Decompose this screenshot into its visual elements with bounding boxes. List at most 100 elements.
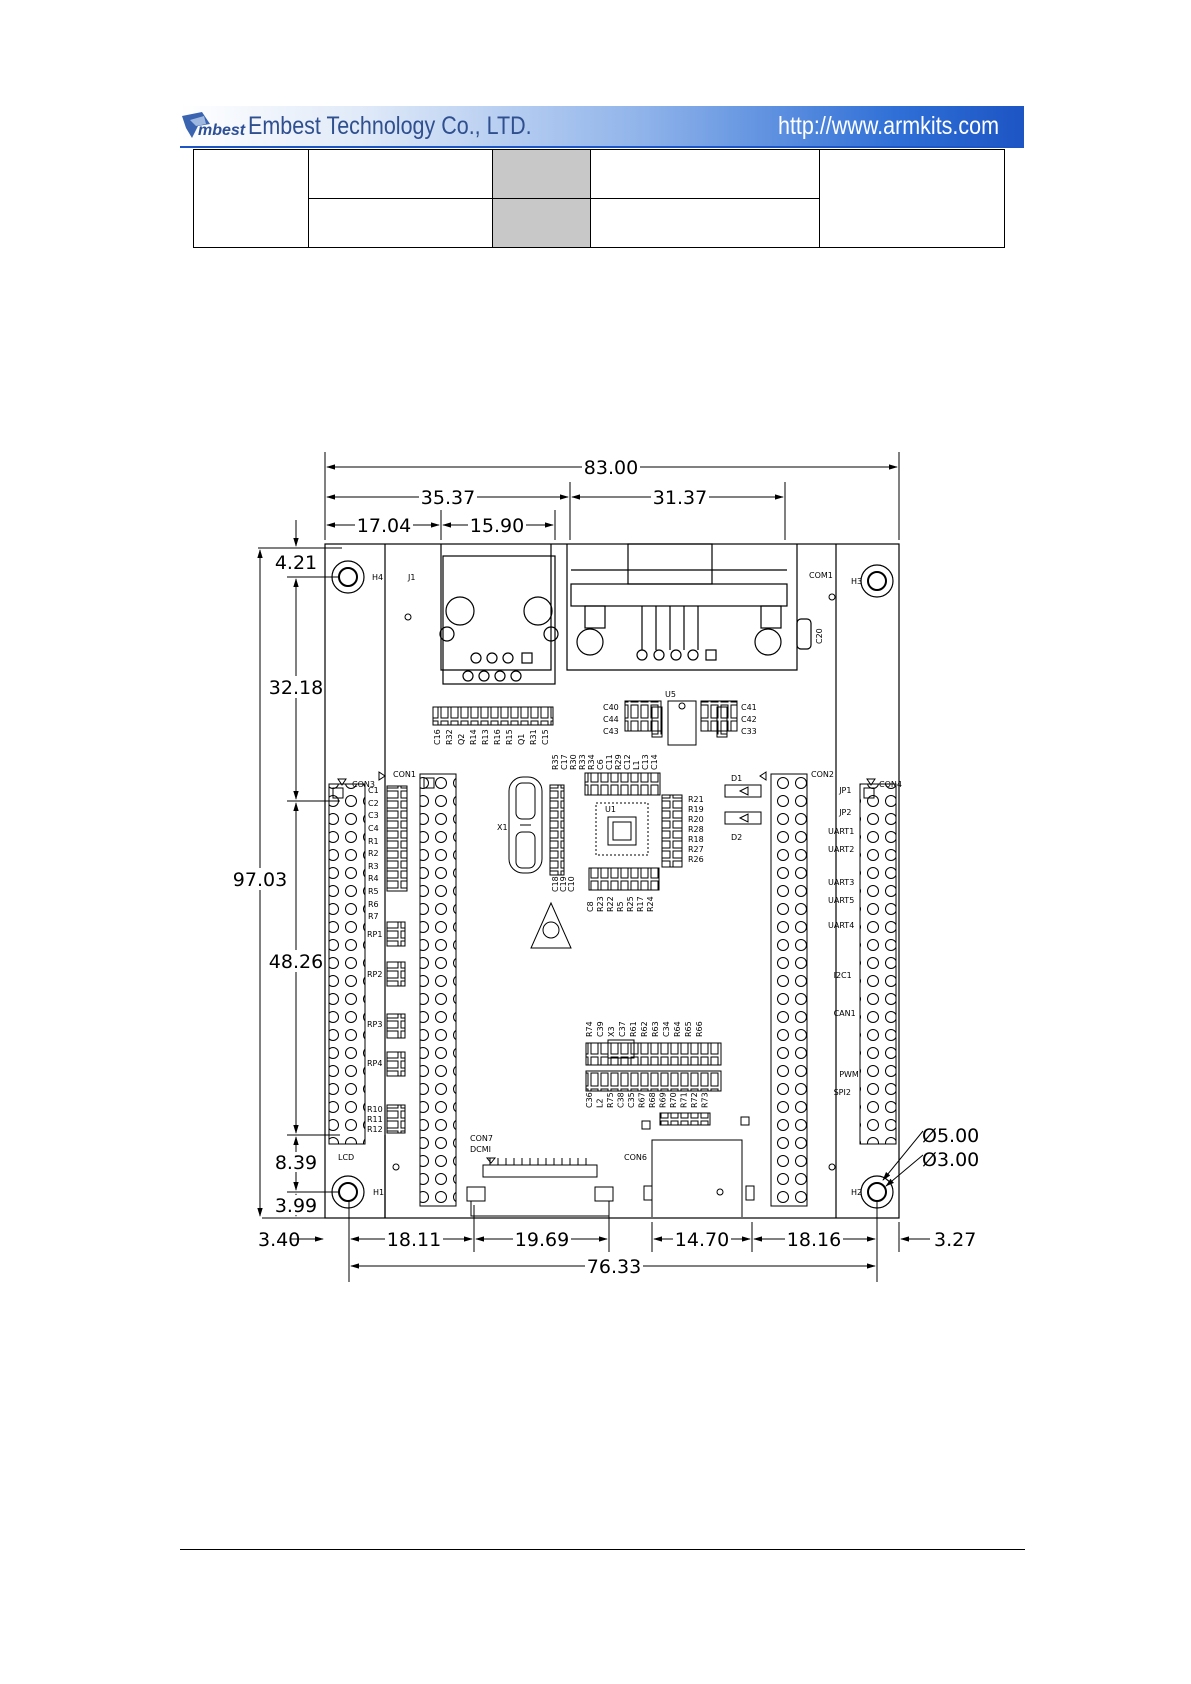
label-component: R32	[445, 729, 454, 745]
dim-b-3-40: 3.40	[258, 1229, 300, 1251]
table-cell	[193, 149, 309, 248]
component-column-r10-r12	[386, 1104, 406, 1134]
dim-b-19-69: 19.69	[515, 1229, 569, 1251]
table-row	[193, 149, 1005, 248]
dim-b-18-16: 18.16	[787, 1229, 841, 1251]
resistor-pack-rp4	[386, 1051, 406, 1077]
connector-con6	[641, 1112, 755, 1217]
label-resistor: R19	[688, 805, 704, 814]
label-component: L2	[596, 1098, 605, 1108]
spec-table-fragment	[193, 149, 1005, 248]
connector-j1	[439, 555, 559, 685]
label-component: R31	[529, 729, 538, 745]
label-con3-pin: R2	[368, 849, 379, 858]
label-component: C14	[650, 754, 659, 770]
label-con3-pin: R3	[368, 862, 379, 871]
label-resistor-pack: RP2	[367, 970, 382, 979]
label-u1: U1	[605, 805, 616, 814]
label-con2: CON2	[811, 770, 834, 779]
label-u5: U5	[665, 690, 676, 699]
label-con3-pin: C4	[368, 824, 379, 833]
label-component: R66	[695, 1021, 704, 1037]
label-capacitor: C43	[603, 727, 619, 736]
label-component: R35	[551, 754, 560, 770]
company-name: Embest Technology Co., LTD.	[248, 112, 532, 140]
connector-con7-dcmi	[466, 1157, 614, 1217]
component-row-under-j1	[432, 706, 554, 726]
label-component: R73	[701, 1092, 710, 1108]
label-component: X3	[607, 1026, 616, 1037]
dim-b-18-11: 18.11	[387, 1229, 441, 1251]
label-con3-pin: R1	[368, 837, 379, 846]
dim-h-4-21: 4.21	[275, 552, 317, 574]
header-rule	[180, 146, 1024, 148]
label-capacitor: C40	[603, 703, 619, 712]
resistor-pack-rp3	[386, 1013, 406, 1039]
label-con4-pin: I2C1	[834, 971, 852, 980]
dim-h-32-18: 32.18	[269, 677, 323, 699]
label-component: C6	[596, 759, 605, 770]
label-resistor: R26	[688, 855, 704, 864]
label-resistor: R21	[688, 795, 704, 804]
label-x1: X1	[497, 823, 508, 832]
table-cell-shaded	[492, 149, 591, 199]
table-cell	[819, 149, 1005, 248]
label-con3-pin: R6	[368, 900, 379, 909]
label-con3-pin: R5	[368, 887, 379, 896]
label-component: C18	[551, 876, 560, 892]
label-resistor: R27	[688, 845, 704, 854]
label-con3-pin: C2	[368, 799, 379, 808]
diode-d1-d2	[724, 784, 762, 825]
label-con4-pin: UART1	[828, 827, 854, 836]
label-con3: CON3	[352, 780, 375, 789]
label-component: R72	[690, 1092, 699, 1108]
label-component: R70	[669, 1092, 678, 1108]
header-con2	[770, 773, 808, 1207]
dim-overall-width: 83.00	[584, 457, 638, 479]
website-url[interactable]: http://www.armkits.com	[778, 112, 1000, 140]
dim-h-97-03: 97.03	[233, 869, 287, 891]
component-group-lower	[585, 1039, 722, 1092]
label-com1: COM1	[809, 571, 833, 580]
esd-warning-icon	[530, 901, 572, 949]
label-component: R5	[616, 901, 625, 912]
logo-text: mbest	[198, 122, 246, 139]
label-resistor: R18	[688, 835, 704, 844]
dim-b-76-33: 76.33	[587, 1256, 641, 1278]
label-con4-pin: PWM	[839, 1070, 859, 1079]
label-con4-pin: CAN1	[834, 1009, 856, 1018]
label-c20: C20	[815, 628, 824, 644]
resistor-pack-rp2	[386, 961, 406, 987]
label-component: R61	[629, 1021, 638, 1037]
label-component: C19	[559, 876, 568, 892]
dim-width-35: 35.37	[421, 487, 475, 509]
connector-com1	[570, 543, 812, 661]
label-component: R16	[493, 729, 502, 745]
label-component: C16	[433, 729, 442, 745]
label-con4-pin: UART3	[828, 878, 854, 887]
label-resistor-pack: RP4	[367, 1059, 382, 1068]
dim-h-3-99: 3.99	[275, 1195, 317, 1217]
dim-h-8-39: 8.39	[275, 1152, 317, 1174]
label-component: C11	[605, 754, 614, 770]
label-resistor: R12	[367, 1125, 383, 1134]
label-component: R71	[680, 1092, 689, 1108]
label-h1: H1	[373, 1188, 384, 1197]
label-component: R24	[646, 896, 655, 912]
header-con4	[859, 783, 897, 1145]
label-capacitor: C33	[741, 727, 757, 736]
label-component: R63	[651, 1021, 660, 1037]
label-component: R14	[469, 729, 478, 745]
label-component: R17	[636, 896, 645, 912]
label-component: R65	[684, 1021, 693, 1037]
label-capacitor: C41	[741, 703, 757, 712]
header-con3	[328, 783, 366, 1145]
label-con3-pin: R7	[368, 912, 379, 921]
label-component: C39	[596, 1021, 605, 1037]
label-component: C8	[586, 901, 595, 912]
chip-u1	[549, 772, 683, 891]
label-component: R64	[673, 1021, 682, 1037]
label-component: C10	[567, 876, 576, 892]
label-component: C13	[641, 754, 650, 770]
